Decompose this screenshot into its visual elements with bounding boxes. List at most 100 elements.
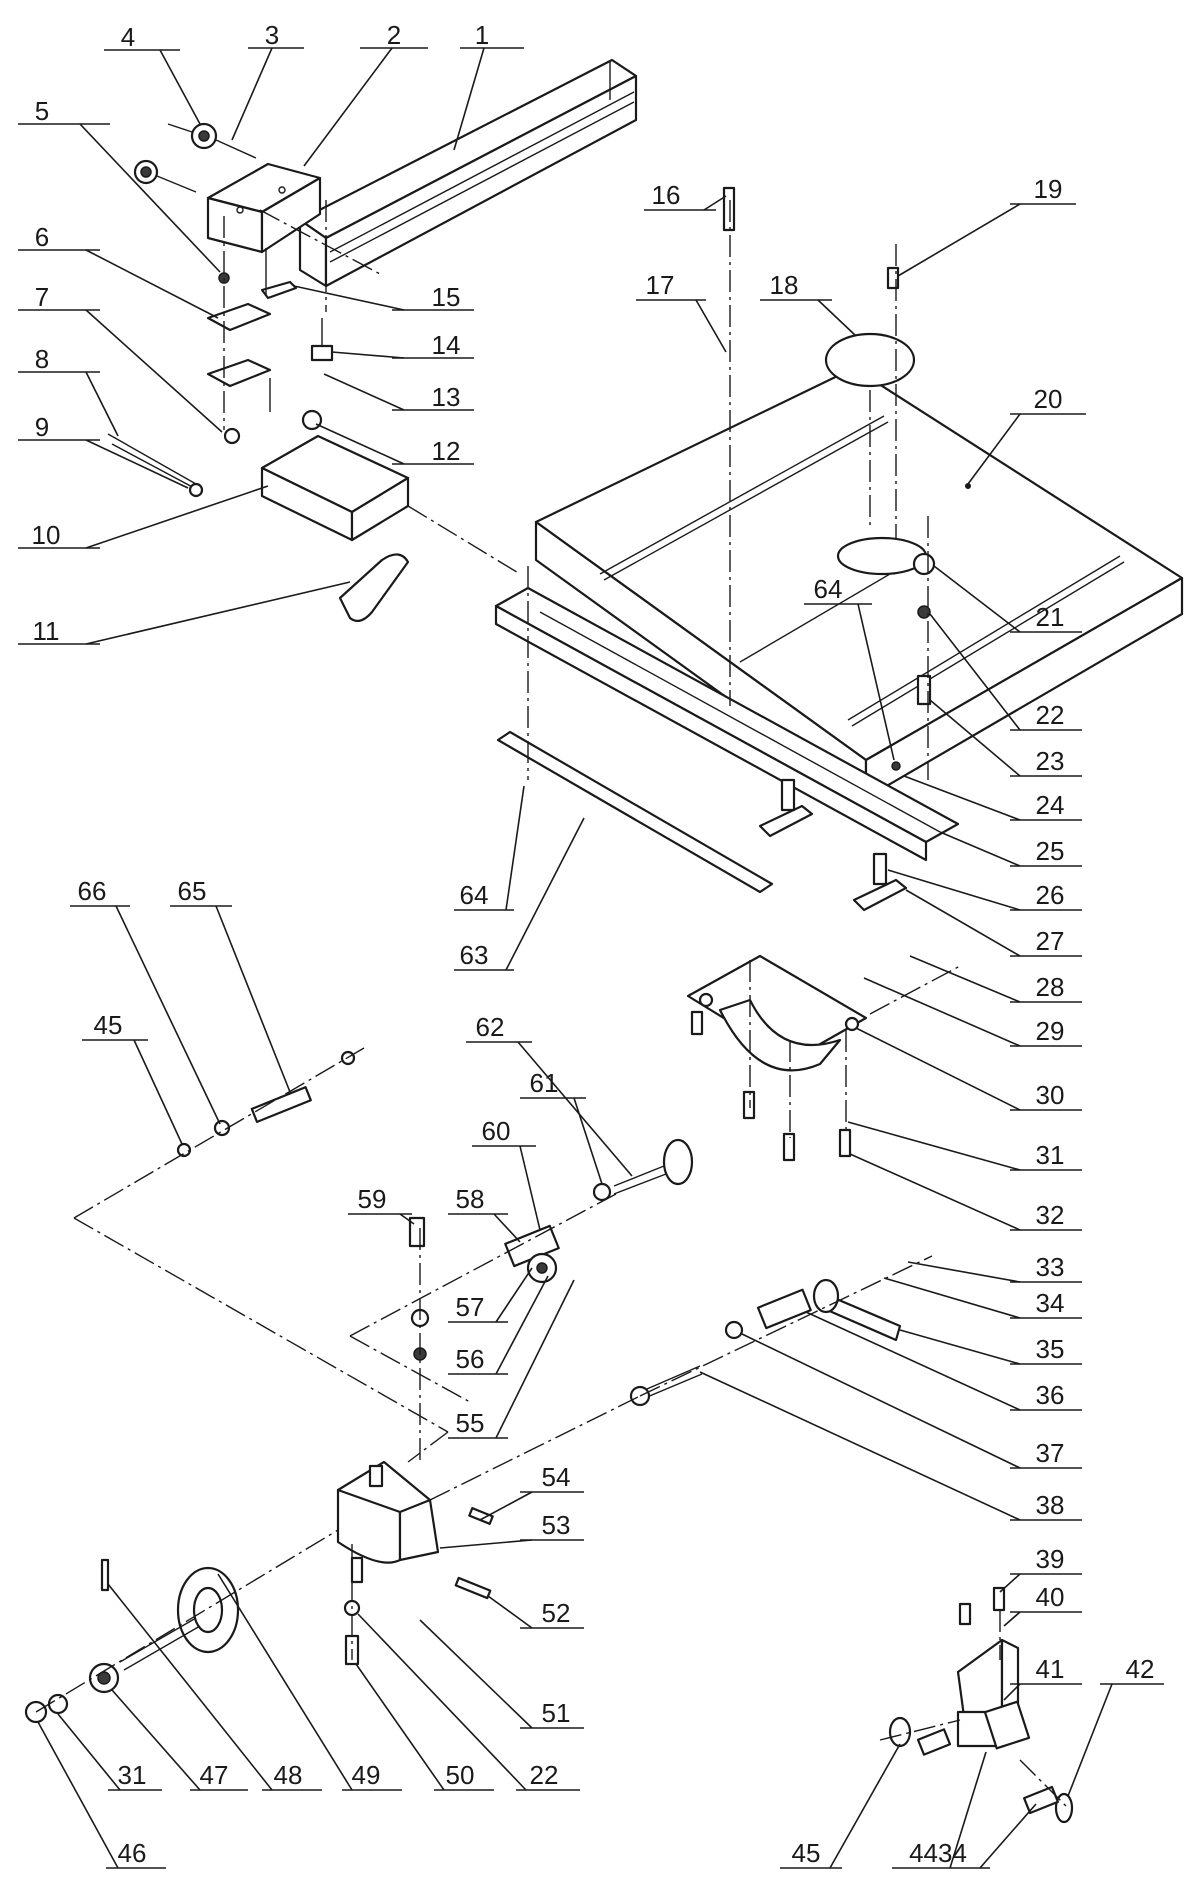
callout-22-upper: 22 [929,613,1082,731]
callout-65: 65 [170,876,291,1093]
svg-text:10: 10 [32,520,61,550]
svg-text:23: 23 [1036,746,1065,776]
svg-text:13: 13 [432,382,461,412]
svg-text:60: 60 [482,1116,511,1146]
callout-25: 25 [939,831,1082,867]
svg-text:66: 66 [78,876,107,906]
callout-1: 1 [453,20,524,151]
callout-14: 14 [331,330,474,360]
callout-24: 24 [903,775,1082,821]
svg-text:55: 55 [456,1408,485,1438]
clamp-plates [206,248,334,412]
svg-text:39: 39 [1036,1544,1065,1574]
svg-text:31: 31 [1036,1140,1065,1170]
handwheel-lower [24,1558,240,1724]
svg-text:30: 30 [1036,1080,1065,1110]
svg-text:14: 14 [432,330,461,360]
callout-56: 56 [448,1275,549,1375]
callout-45-left: 45 [82,1010,183,1145]
svg-text:27: 27 [1036,926,1065,956]
svg-text:64: 64 [460,880,489,910]
callout-28: 28 [909,955,1082,1003]
callout-35: 35 [899,1329,1082,1365]
svg-text:51: 51 [542,1698,571,1728]
callout-42: 42 [1067,1654,1164,1797]
svg-text:57: 57 [456,1292,485,1322]
table-top [534,366,1184,800]
svg-text:65: 65 [178,876,207,906]
callout-34: 34 [883,1277,1082,1319]
rail-scale [496,730,774,894]
callout-4434: 4434 [892,1751,1037,1869]
front-rail [494,586,960,862]
svg-text:1: 1 [475,20,489,50]
callout-46: 46 [37,1721,166,1869]
callout-31-upper: 31 [847,1121,1082,1171]
callout-7: 7 [18,282,223,433]
callout-49: 49 [217,1573,402,1791]
callout-27: 27 [905,889,1082,957]
svg-text:58: 58 [456,1184,485,1214]
svg-text:53: 53 [542,1510,571,1540]
svg-text:22: 22 [530,1760,559,1790]
callout-37: 37 [741,1333,1082,1469]
svg-text:29: 29 [1036,1016,1065,1046]
svg-text:33: 33 [1036,1252,1065,1282]
fence-head [107,409,410,542]
callout-10: 10 [18,485,269,550]
callout-12: 12 [315,423,474,466]
callout-11: 11 [18,581,351,646]
svg-text:48: 48 [274,1760,303,1790]
svg-text:54: 54 [542,1462,571,1492]
t-bolts [758,778,908,912]
fence-rail [298,58,638,288]
callout-32: 32 [849,1153,1082,1231]
svg-text:56: 56 [456,1344,485,1374]
svg-text:24: 24 [1036,790,1065,820]
callout-52: 52 [487,1595,584,1629]
svg-text:47: 47 [200,1760,229,1790]
svg-text:19: 19 [1034,174,1063,204]
callout-59: 59 [348,1184,415,1225]
callout-33: 33 [907,1252,1082,1283]
svg-text:61: 61 [530,1068,559,1098]
svg-text:21: 21 [1036,602,1065,632]
svg-text:5: 5 [35,96,49,126]
svg-text:45: 45 [94,1010,123,1040]
callout-63: 63 [454,817,585,971]
callout-50: 50 [355,1663,494,1791]
callout-5: 5 [18,96,221,273]
callouts: 1 2 3 4 5 6 7 8 9 10 11 12 13 14 15 16 1… [18,20,1164,1869]
rear-trunnion [686,954,868,1072]
svg-text:7: 7 [35,282,49,312]
callout-45-right: 45 [780,1743,901,1869]
svg-text:46: 46 [118,1838,147,1868]
callout-16: 16 [644,180,727,211]
svg-text:8: 8 [35,344,49,374]
callout-6: 6 [18,222,219,319]
right-bracket [888,1638,1074,1824]
svg-text:22: 22 [1036,700,1065,730]
svg-text:25: 25 [1036,836,1065,866]
svg-text:64: 64 [814,574,843,604]
svg-text:28: 28 [1036,972,1065,1002]
callout-39: 39 [999,1544,1082,1593]
callout-3: 3 [231,20,304,141]
svg-text:15: 15 [432,282,461,312]
part-drawings [24,58,1184,1824]
svg-text:40: 40 [1036,1582,1065,1612]
callout-4: 4 [104,22,201,125]
callout-15: 15 [293,282,474,312]
svg-text:4: 4 [121,22,135,52]
callout-9: 9 [18,412,189,489]
assembly-axes [35,200,1067,1807]
callout-40: 40 [1003,1582,1082,1627]
callout-20: 20 [965,384,1086,489]
svg-text:9: 9 [35,412,49,442]
callout-60: 60 [472,1116,541,1231]
svg-text:32: 32 [1036,1200,1065,1230]
callout-64-right: 64 [804,574,895,761]
handwheel-upper [613,1138,694,1195]
callout-29: 29 [863,977,1082,1047]
svg-text:3: 3 [265,20,279,50]
